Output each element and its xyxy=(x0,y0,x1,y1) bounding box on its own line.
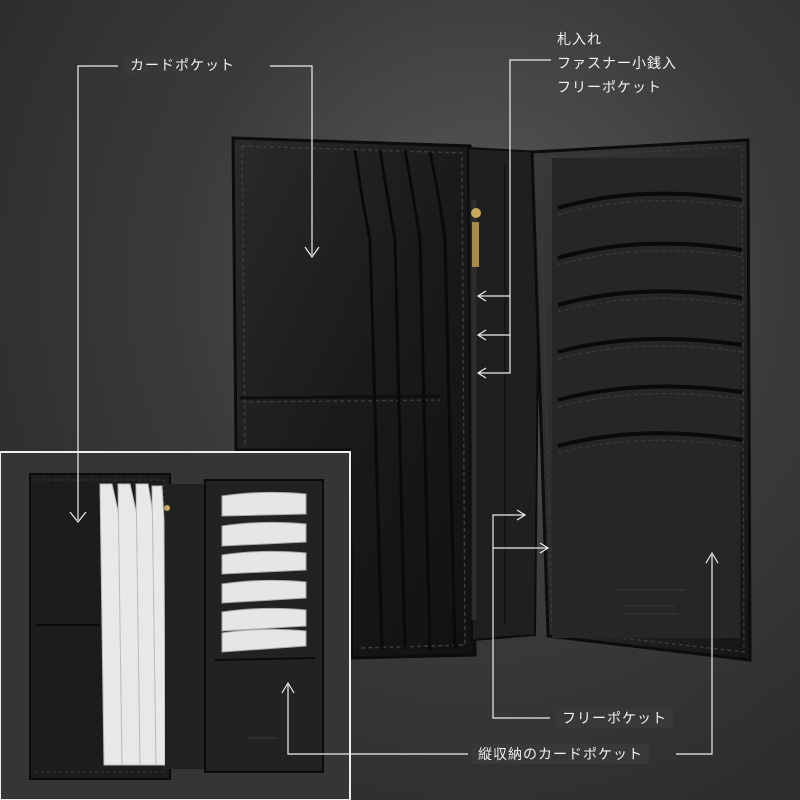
free-pocket-bottom-label: フリーポケット xyxy=(556,708,673,728)
left-horizontal-seam xyxy=(239,394,441,400)
zipper-pull xyxy=(471,208,481,218)
annotation-lines xyxy=(69,59,719,755)
vertical-card-pocket-label: 縦収納のカードポケット xyxy=(472,744,649,764)
top-right-label-group: 札入れ ファスナー小銭入 フリーポケット xyxy=(557,28,677,100)
inset-photo xyxy=(0,451,351,800)
zipper-coin-purse-label: ファスナー小銭入 xyxy=(557,56,677,72)
horizontal-card-slots xyxy=(557,191,743,448)
inset-vertical-cards xyxy=(99,483,166,766)
free-pocket-top-label: フリーポケット xyxy=(557,80,662,96)
vertical-card-slots xyxy=(353,149,457,651)
card-pocket-label: カードポケット xyxy=(124,55,241,75)
logo-stamp xyxy=(615,589,685,615)
inset-horizontal-cards xyxy=(221,491,307,653)
bill-compartment-label: 札入れ xyxy=(557,32,602,48)
